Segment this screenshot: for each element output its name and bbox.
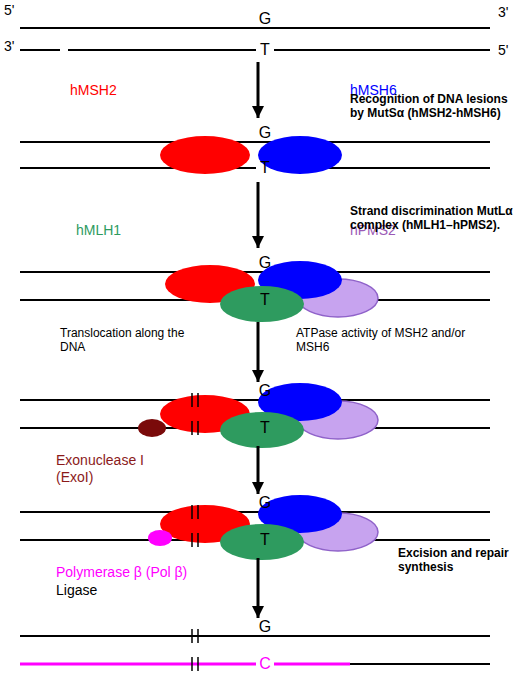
flow-arrow <box>257 322 260 382</box>
base-letter: G <box>259 254 271 272</box>
base-letter: G <box>259 124 271 142</box>
base-letter: T <box>260 291 270 309</box>
strand-end: 5' <box>4 2 24 19</box>
new-strand <box>20 663 350 666</box>
flow-arrow <box>257 558 260 618</box>
msh6-protein <box>258 136 342 174</box>
exo1-protein <box>138 419 166 437</box>
dna-stage: GT <box>15 118 495 182</box>
dna-stage: GT <box>15 4 495 62</box>
flow-arrow <box>257 62 260 118</box>
flow-arrow <box>257 446 260 494</box>
dna-stage: GT <box>15 382 495 446</box>
mlh1-protein <box>220 412 304 448</box>
mlh1-protein <box>220 286 304 322</box>
msh2-protein <box>160 136 250 174</box>
base-letter: T <box>260 41 270 59</box>
protein-label: hMLH1 <box>76 222 156 239</box>
step-label: Strand discrimination MutLα complex (hML… <box>350 204 518 233</box>
base-letter: G <box>259 10 271 28</box>
process-note: ATPase activity of MSH2 and/or MSH6 <box>296 326 481 355</box>
flow-arrow <box>257 182 260 248</box>
dna-stage: GC <box>15 618 495 676</box>
enzyme-label: Polymerase β (Pol β) <box>56 564 246 581</box>
base-letter: T <box>260 419 270 437</box>
protein-label: hMSH2 <box>70 82 150 99</box>
base-letter: G <box>259 382 271 400</box>
enzyme-label: Exonuclease I (ExoI) <box>56 452 166 486</box>
strand-end: 5' <box>498 42 518 59</box>
step-label: Recognition of DNA lesions by MutSα (hMS… <box>350 92 518 121</box>
enzyme-label: Ligase <box>56 582 136 599</box>
process-note: Translocation along the DNA <box>60 326 200 355</box>
nick-marks <box>192 393 198 671</box>
base-letter: T <box>260 159 270 177</box>
step-label: Excision and repair synthesis <box>398 546 518 575</box>
base-letter: C <box>259 655 271 673</box>
base-letter: T <box>260 531 270 549</box>
strand-end: 3' <box>498 4 518 21</box>
mlh1-protein <box>220 524 304 560</box>
pol-beta-protein <box>148 530 172 546</box>
dna-stage: GT <box>15 248 495 322</box>
base-letter: G <box>259 494 271 512</box>
base-letter: G <box>259 618 271 636</box>
strand-end: 3' <box>4 38 24 55</box>
